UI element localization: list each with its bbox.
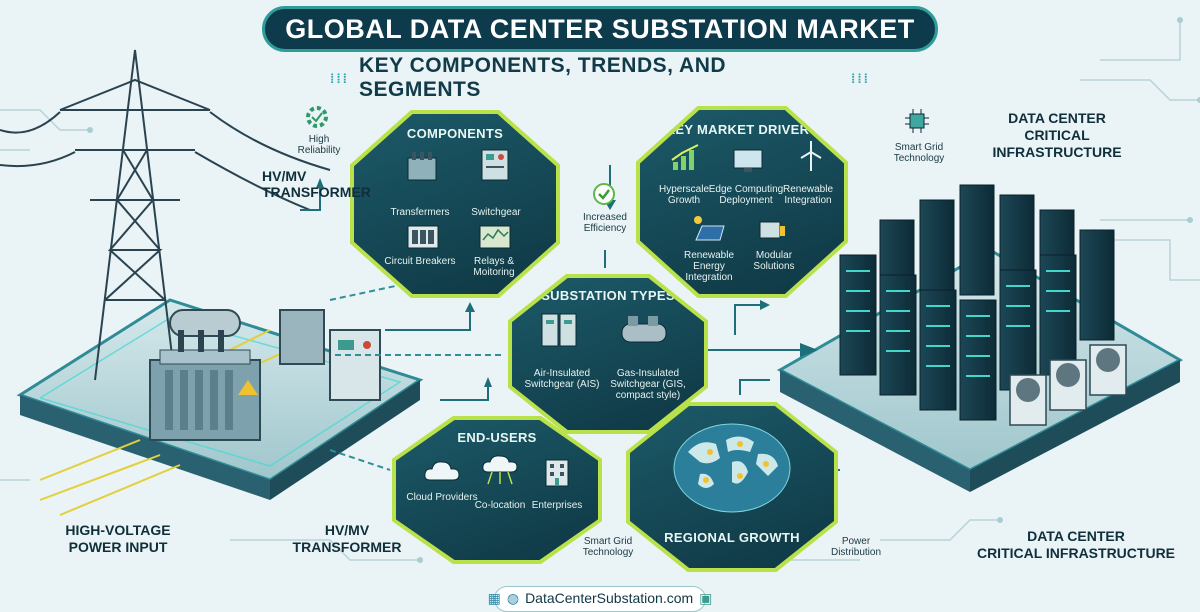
flow-lines	[329, 284, 505, 471]
label-hvmv-bottom-line2: TRANSFORMER	[292, 539, 402, 555]
ais-switchgear-icon	[541, 313, 577, 347]
transformer-graphic	[149, 309, 261, 441]
smart-grid-chip-icon	[905, 109, 929, 133]
world-globe-icon	[673, 423, 791, 513]
key-market-drivers-panel: KEY MARKET DRIVERS Hyperscale Growth Edg…	[636, 106, 848, 298]
globe-icon: ◍	[506, 590, 520, 606]
efficiency-check-icon	[593, 183, 615, 205]
enterprise-building-icon	[545, 459, 569, 487]
label-power-distribution: Power Distribution	[830, 536, 882, 558]
label-hv-input: HIGH-VOLTAGE POWER INPUT	[58, 522, 178, 556]
label-dc-top-line3: INFRASTRUCTURE	[992, 144, 1122, 160]
label-smart-grid-bottom: Smart Grid Technology	[582, 536, 634, 558]
server-leds	[846, 270, 1070, 377]
components-title: COMPONENTS	[406, 126, 504, 141]
growth-chart-icon	[671, 144, 699, 170]
label-hvmv-top: HV/MV TRANSFORMER	[262, 168, 371, 200]
label-smart-grid-top: Smart Grid Technology	[893, 142, 945, 164]
grid-icon: ▦	[487, 590, 501, 606]
component-switchgear: Switchgear	[471, 207, 521, 218]
page-title: GLOBAL DATA CENTER SUBSTATION MARKET	[262, 6, 938, 52]
modular-unit-icon	[759, 221, 785, 239]
cooling-units	[1009, 344, 1127, 426]
cloud-icon	[424, 461, 460, 481]
label-dc-top-line2: CRITICAL	[1024, 127, 1090, 143]
end-users-panel: END-USERS Cloud Providers Co-location En…	[392, 416, 602, 564]
switchgear-icon	[481, 149, 509, 181]
label-dc-top: DATA CENTER CRITICAL INFRASTRUCTURE	[982, 110, 1132, 161]
driver-hyperscale: Hyperscale Growth	[658, 184, 710, 206]
label-high-reliability: High Reliability	[297, 134, 341, 156]
regional-growth-panel: REGIONAL GROWTH	[626, 402, 838, 572]
components-panel: COMPONENTS Transfermers Switchgear Circu…	[350, 110, 560, 298]
substation-types-panel: SUBSTATION TYPES Air-Insulated Switchgea…	[508, 274, 708, 434]
subtitle-text: KEY COMPONENTS, TRENDS, AND SEGMENTS	[359, 54, 727, 101]
substation-title: SUBSTATION TYPES	[541, 288, 675, 303]
label-dc-bottom-line2: CRITICAL INFRASTRUCTURE	[976, 545, 1176, 561]
circuit-breaker-icon	[407, 225, 439, 249]
label-hv-input-line2: POWER INPUT	[68, 539, 168, 555]
colocation-cloud-icon	[482, 455, 518, 485]
transmission-tower	[0, 49, 331, 381]
transformer-icon	[407, 152, 437, 181]
label-dc-top-line1: DATA CENTER	[1008, 110, 1106, 126]
label-dc-bottom-line1: DATA CENTER	[1027, 528, 1125, 544]
relay-monitor-icon	[479, 225, 511, 249]
label-hv-input-line1: HIGH-VOLTAGE	[65, 522, 171, 538]
label-increased-efficiency: Increased Efficiency	[583, 212, 627, 234]
arrowheads	[316, 178, 818, 387]
dots-right-icon: ⁞⁞⁞	[851, 70, 870, 86]
driver-edge-computing: Edge Computing Deployment	[708, 184, 784, 206]
component-circuit-breakers: Circuit Breakers	[384, 256, 456, 267]
driver-renewable: Renewable Integration	[782, 184, 834, 206]
dots-left-icon: ⁞⁞⁞	[330, 70, 349, 86]
driver-renewable-energy: Renewable Energy Integration	[683, 250, 735, 283]
server-racks	[839, 184, 1115, 421]
regional-title: REGIONAL GROWTH	[664, 530, 800, 545]
drivers-title: KEY MARKET DRIVERS	[665, 122, 819, 137]
substation-ais: Air-Insulated Switchgear (AIS)	[524, 368, 600, 390]
footer-website-pill[interactable]: ▦ ◍ DataCenterSubstation.com ▣	[488, 586, 712, 612]
component-transformers: Transfermers	[390, 207, 450, 218]
circuit-nodes	[87, 17, 1200, 563]
enduser-cloud-providers: Cloud Providers	[406, 492, 478, 503]
label-dc-bottom: DATA CENTER CRITICAL INFRASTRUCTURE	[966, 528, 1186, 562]
footer-website[interactable]: DataCenterSubstation.com	[525, 590, 694, 606]
logo-cube-icon: ▣	[699, 590, 713, 606]
enduser-enterprises: Enterprises	[531, 500, 583, 511]
component-relays-monitoring: Relays & Moitoring	[473, 256, 515, 278]
enduser-colocation: Co-location	[474, 500, 526, 511]
gear-check-icon	[306, 106, 328, 128]
substation-gis: Gas-Insulated Switchgear (GIS, compact s…	[610, 368, 686, 401]
driver-modular-solutions: Modular Solutions	[753, 250, 795, 272]
gis-switchgear-icon	[621, 316, 667, 343]
solar-panel-icon	[694, 216, 725, 241]
page-subtitle: ⁞⁞⁞ KEY COMPONENTS, TRENDS, AND SEGMENTS…	[330, 54, 870, 101]
label-hvmv-bottom: HV/MV TRANSFORMER	[282, 522, 412, 556]
endusers-title: END-USERS	[457, 430, 537, 445]
wind-turbine-icon	[800, 141, 822, 171]
label-hvmv-bottom-line1: HV/MV	[324, 522, 370, 538]
edge-computer-icon	[733, 149, 763, 172]
substation-box-graphic	[279, 309, 381, 401]
